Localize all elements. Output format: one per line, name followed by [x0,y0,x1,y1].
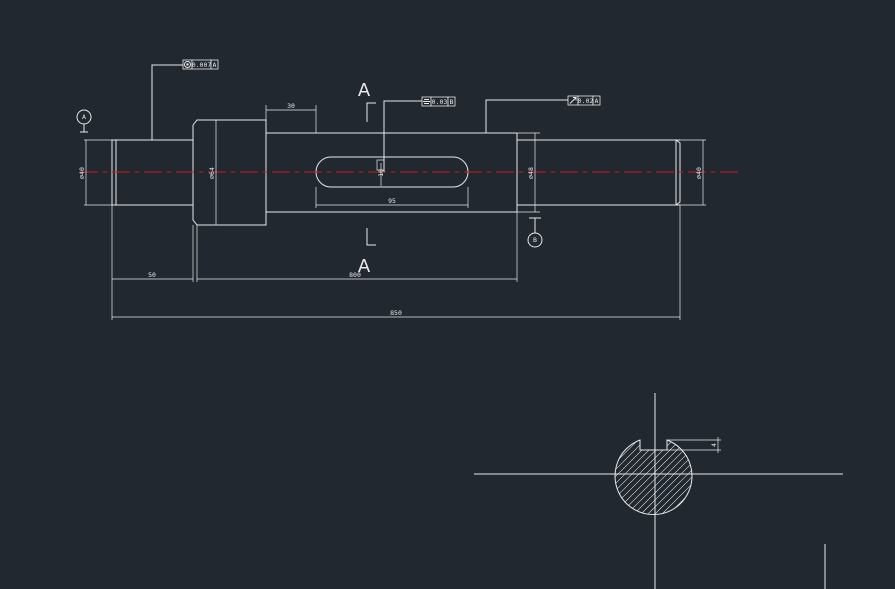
dim-len-850: 850 [112,205,681,320]
datum-a: A [76,109,92,133]
coaxiality-icon [184,61,191,68]
fcf-coaxiality: 0.007 A [151,59,219,140]
dim-len-95: 95 [315,187,469,208]
hatch-line [614,440,686,515]
fcf-symmetry: 0.03 B [383,96,456,172]
section-marker-bottom: A [358,228,376,277]
fcf-runout-tol: 0.02 [578,97,594,105]
section-view-a-a: 4 [474,393,843,589]
dim-len-30: 30 [265,102,317,133]
dim-text-len-30: 30 [287,102,295,110]
section-outline [614,439,693,516]
hatch-line [614,440,693,515]
dim-text-len-800: 800 [349,271,361,279]
dim-text-dia-left: ⌀40 [78,167,86,179]
dim-text-len-95: 95 [388,197,396,205]
runout-icon [569,97,577,104]
dim-dia-collar: ⌀64 [208,120,217,225]
symmetry-icon [423,99,430,104]
hatch-line [614,440,693,515]
dim-text-dia-mid: ⌀48 [527,167,535,179]
dim-len-50-800: 50 800 [111,205,518,320]
section-letter-bottom: A [358,256,371,277]
section-marker-top: A [358,80,376,122]
fcf-symmetry-tol: 0.03 [432,98,448,106]
hatch-line [614,440,693,515]
datum-b-label: B [533,236,537,244]
fcf-coaxiality-datum: A [213,61,217,69]
fcf-symmetry-datum: B [450,98,454,106]
fcf-runout: 0.02 A [485,95,601,133]
dim-text-dia-right: ⌀40 [695,167,703,179]
dim-text-dia-collar: ⌀64 [208,167,216,179]
dim-text-len-850: 850 [390,309,402,317]
fcf-coaxiality-tol: 0.007 [192,61,212,69]
hatch-line [634,440,693,515]
dim-dia-left: ⌀40 [78,139,112,206]
datum-b: B [527,217,543,248]
dim-dia-right: ⌀40 [680,139,706,206]
hatch-line [614,440,679,515]
shaft-outline [111,119,681,226]
dim-dia-mid: ⌀48 [517,132,540,213]
hatch-line [614,440,693,515]
datum-a-label: A [82,113,86,121]
fcf-runout-datum: A [595,97,599,105]
dim-text-key-depth: 4 [710,443,718,447]
dim-text-keyway-width: 10 [377,169,385,177]
section-letter-top: A [358,80,371,101]
dim-text-len-50: 50 [148,271,156,279]
